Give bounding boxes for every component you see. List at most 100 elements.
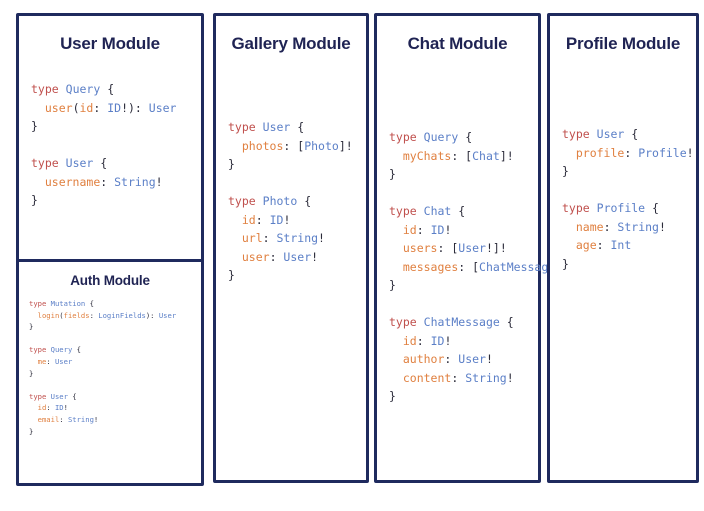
code-token-fld: users	[402, 241, 438, 255]
code-line: photos: [Photo]!	[228, 137, 366, 156]
code-token-kw: type	[562, 201, 590, 215]
module-card-auth[interactable]: Auth Module type Mutation { login(fields…	[16, 259, 204, 486]
code-line: id: ID!	[29, 402, 201, 414]
code-line: type User {	[228, 118, 366, 137]
module-card-chat[interactable]: Chat Module type Query { myChats: [Chat]…	[374, 13, 569, 483]
code-token-pun: !	[311, 249, 319, 264]
code-token-tname: ID	[107, 100, 122, 115]
code-token-fld: photos	[241, 138, 284, 153]
code-token-pun: }	[29, 368, 34, 378]
code-line: type User {	[29, 391, 201, 403]
code-block-chat: type Query { myChats: [Chat]!}type Chat …	[377, 54, 569, 406]
code-block-separator	[31, 136, 201, 155]
code-token-kw: type	[389, 130, 417, 144]
code-token-pun: !	[444, 222, 452, 237]
code-token-pun: : [	[451, 148, 473, 163]
code-token-pun: ]!	[338, 138, 353, 153]
code-token-pun: !	[658, 219, 666, 234]
code-token-pun	[562, 146, 576, 160]
module-card-profile[interactable]: Profile Module type User { profile: Prof…	[547, 13, 699, 483]
graphql-type-definition: type Chat { id: ID! users: [User!]! mess…	[389, 202, 569, 295]
code-token-pun	[29, 357, 38, 366]
code-line: login(fields: LoginFields): User	[29, 310, 201, 322]
code-token-pun: !	[283, 212, 291, 227]
code-token-pun: {	[297, 194, 312, 208]
graphql-type-definition: type Query { me: User}	[29, 344, 201, 379]
code-token-tname: User	[596, 127, 625, 141]
code-line: id: ID!	[228, 211, 366, 230]
code-token-tname: Mutation	[50, 299, 86, 308]
code-token-pun	[389, 352, 403, 366]
code-token-pun: {	[85, 299, 94, 308]
code-token-pun	[228, 213, 242, 227]
code-block-separator	[29, 333, 201, 345]
code-token-pun: : [	[437, 241, 459, 255]
code-token-pun: :	[262, 231, 277, 245]
code-token-tname: User	[262, 120, 291, 134]
code-token-kw: type	[29, 345, 47, 355]
code-line: type Chat {	[389, 202, 538, 221]
graphql-type-definition: type User { username: String!}	[31, 154, 201, 210]
code-token-kw: type	[31, 156, 59, 170]
code-token-tname: User	[65, 156, 94, 170]
code-token-fld: profile	[575, 145, 625, 160]
code-token-pun: }	[31, 119, 38, 133]
code-token-pun: :	[596, 238, 611, 252]
code-token-pun: {	[624, 127, 639, 141]
code-line: id: ID!	[389, 332, 538, 351]
code-line: user: User!	[228, 248, 366, 267]
code-line: type ChatMessage {	[389, 313, 538, 332]
graphql-type-definition: type ChatMessage { id: ID! author: User!…	[389, 313, 538, 406]
code-token-tname: Chat	[472, 148, 500, 163]
code-token-pun: (	[59, 310, 64, 320]
code-line: }	[29, 321, 201, 333]
code-token-pun: :	[416, 222, 431, 237]
graphql-type-definition: type Query { user(id: ID!): User}	[31, 80, 201, 136]
code-token-pun: {	[72, 345, 81, 355]
code-token-pun	[417, 204, 424, 218]
code-token-pun: }	[31, 193, 38, 207]
code-token-pun: }	[29, 426, 34, 436]
code-token-pun	[389, 334, 403, 348]
code-line: }	[562, 162, 696, 181]
module-title-user: User Module	[60, 34, 160, 53]
code-token-tname: Photo	[304, 138, 339, 153]
code-token-kw: type	[389, 315, 417, 329]
module-card-gallery[interactable]: Gallery Module type User { photos: [Phot…	[213, 13, 369, 483]
code-token-pun	[29, 415, 38, 424]
code-token-pun: :	[444, 352, 459, 366]
module-title-auth: Auth Module	[70, 273, 150, 288]
code-token-pun	[31, 175, 45, 189]
code-token-fld: login	[37, 310, 60, 320]
code-token-pun: !]!	[485, 241, 507, 255]
code-token-pun	[562, 238, 576, 252]
code-token-tname: ChatMessage	[479, 259, 556, 274]
code-token-pun: ):	[145, 310, 159, 320]
code-token-tname: User	[458, 241, 486, 255]
code-token-pun: {	[451, 204, 466, 218]
code-token-pun: {	[93, 156, 108, 170]
code-line: me: User	[29, 356, 201, 368]
code-token-fld: email	[37, 414, 60, 424]
code-block-separator	[389, 295, 538, 314]
code-token-pun: }	[562, 256, 569, 271]
code-token-pun	[228, 231, 242, 245]
code-token-tname: Query	[423, 130, 459, 144]
code-token-tname: String	[276, 231, 319, 245]
code-token-tname: String	[617, 219, 659, 234]
code-token-pun: : [	[458, 259, 480, 274]
code-token-pun	[228, 250, 242, 264]
code-token-pun: !	[155, 174, 163, 189]
code-token-tname: ID	[430, 333, 445, 348]
code-line: }	[29, 426, 201, 438]
code-token-pun: {	[290, 120, 305, 134]
code-block-user: type Query { user(id: ID!): User} type Us…	[19, 54, 201, 210]
code-line: type Query {	[31, 80, 201, 99]
code-token-fld: url	[241, 231, 263, 245]
code-token-pun	[417, 315, 424, 329]
code-token-pun: !	[485, 352, 493, 366]
code-token-pun: }	[389, 389, 396, 403]
code-token-pun	[31, 101, 45, 115]
code-token-pun	[590, 127, 597, 141]
module-card-user[interactable]: User Module type Query { user(id: ID!): …	[16, 13, 204, 486]
